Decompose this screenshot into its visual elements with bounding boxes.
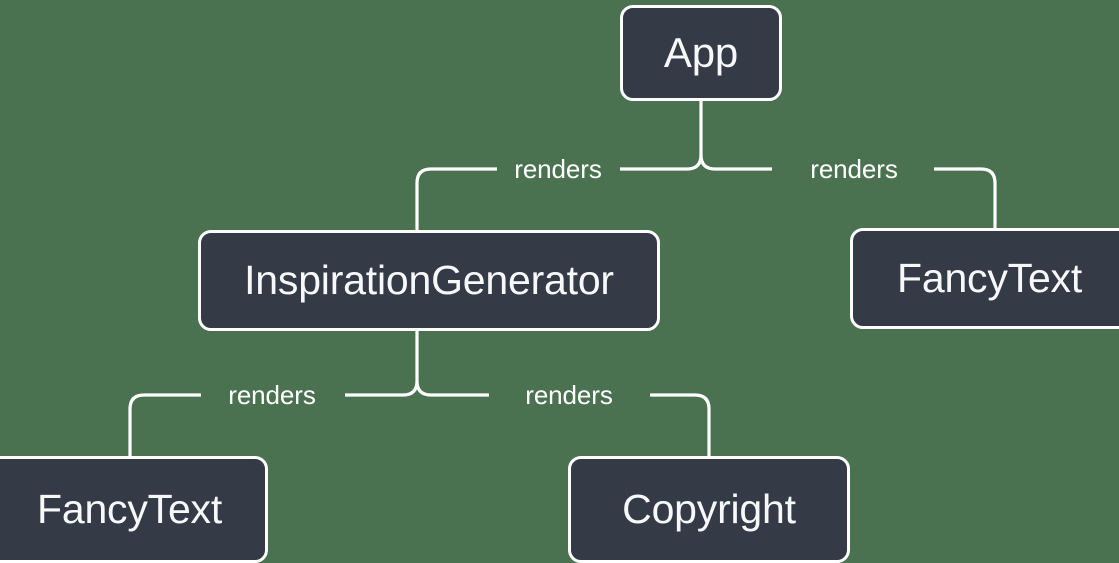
node-inspiration-generator-label: InspirationGenerator: [244, 257, 614, 303]
edge-label-inspiration-generator-renders-copyright: renders: [525, 380, 613, 410]
edge-label-app-renders-inspiration-generator: renders: [514, 154, 602, 184]
node-app-label: App: [663, 29, 739, 76]
edge-ig-fancytext-left-seg: [128, 393, 201, 456]
node-fancytext-right-label: FancyText: [897, 255, 1083, 301]
edge-app-fancytext-left-seg: [699, 154, 772, 171]
node-copyright[interactable]: Copyright: [568, 456, 850, 563]
edge-app-fancytext-right-seg: [934, 167, 997, 228]
edge-ig-fancytext-right-seg: [345, 380, 419, 397]
edge-ig-copyright-left-seg: [415, 380, 489, 397]
edge-label-inspiration-generator-renders-fancytext: renders: [228, 380, 316, 410]
edge-label-app-renders-fancytext: renders: [810, 154, 898, 184]
node-fancytext-bottom[interactable]: FancyText: [0, 456, 268, 563]
node-inspiration-generator[interactable]: InspirationGenerator: [198, 230, 660, 331]
edge-app-inspiration-right-seg: [620, 154, 703, 171]
edge-app-inspiration-left-seg: [415, 167, 497, 230]
node-copyright-label: Copyright: [622, 486, 796, 532]
node-fancytext-right[interactable]: FancyText: [850, 228, 1119, 329]
edge-ig-copyright-right-seg: [650, 393, 711, 456]
node-fancytext-bottom-label: FancyText: [37, 486, 223, 532]
node-app[interactable]: App: [620, 5, 782, 101]
